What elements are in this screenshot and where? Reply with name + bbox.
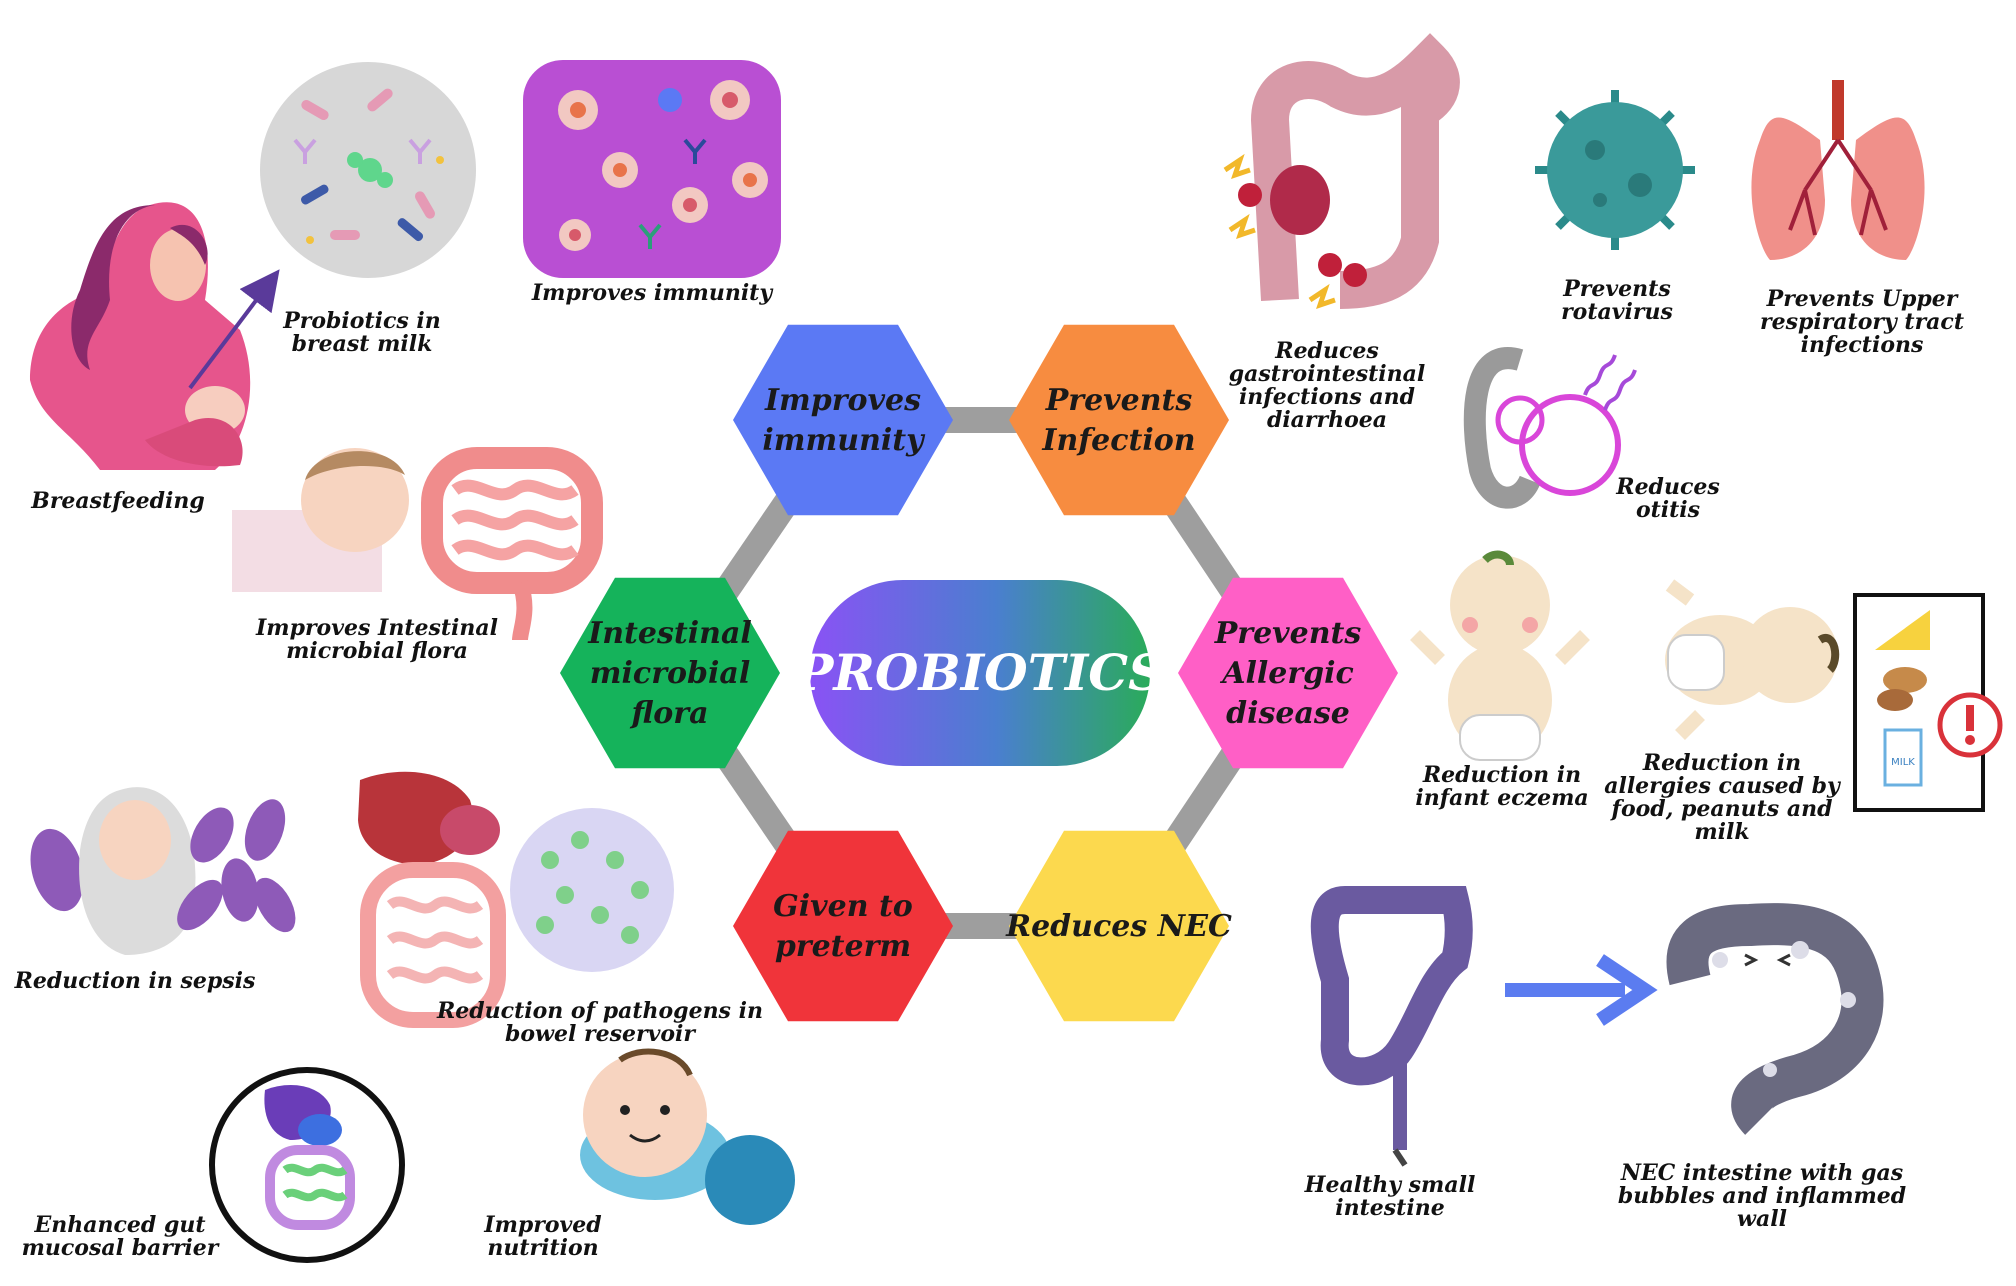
caption-improves-immunity: Improves immunity: [531, 280, 774, 306]
hexagon-infection: [1009, 324, 1229, 516]
breastfeeding-illustration: [30, 202, 280, 470]
ear-otitis-illustration: [1463, 347, 1637, 509]
breast-milk-circle: [260, 62, 476, 278]
hexagon-nec-label: Reduces NEC: [1005, 909, 1232, 944]
caption-intestinal-flora: Improves Intestinal: [255, 615, 498, 641]
hexagon-immunity-label: Improves: [764, 383, 921, 418]
hexagon-flora: [560, 577, 780, 769]
caption-nec-intestine: wall: [1737, 1206, 1787, 1232]
caption-gi-infections: gastrointestinal: [1229, 361, 1425, 387]
rotavirus-illustration: [1535, 90, 1695, 250]
caption-nutrition: Improved: [483, 1212, 601, 1238]
hexagon-group: ImprovesimmunityPreventsInfectionPrevent…: [560, 324, 1398, 1022]
caption-nec-intestine: bubbles and inflammed: [1618, 1183, 1906, 1209]
caption-eczema: Reduction in: [1422, 762, 1581, 788]
caption-sepsis: Reduction in sepsis: [14, 968, 256, 994]
caption-probiotics-milk: Probiotics in: [282, 308, 441, 334]
milk-carton-label: MILK: [1891, 757, 1915, 768]
hexagon-flora-label: microbial: [590, 656, 750, 691]
caption-breastfeeding: Breastfeeding: [30, 488, 205, 514]
eczema-baby-illustration: [1410, 550, 1590, 761]
caption-rotavirus: Prevents: [1562, 276, 1670, 302]
mucosal-barrier-illustration: [209, 1067, 405, 1263]
caption-gi-infections: diarrhoea: [1267, 407, 1387, 433]
caption-food-allergy: food, peanuts and: [1610, 796, 1833, 822]
arrow-right-icon: [1505, 954, 1658, 1026]
caption-otitis: otitis: [1636, 497, 1700, 523]
center-pill: PROBIOTICS: [794, 580, 1164, 766]
caption-gi-infections: infections and: [1239, 384, 1415, 410]
caption-healthy-intestine: Healthy small: [1304, 1172, 1476, 1198]
caption-pathogens: Reduction of pathogens in: [436, 998, 763, 1024]
sepsis-illustration: [30, 787, 296, 955]
caption-respiratory: infections: [1801, 332, 1924, 358]
nec-intestine-illustration: [1666, 903, 1884, 1135]
hexagon-preterm-label: preterm: [775, 929, 911, 964]
caption-mucosal: Enhanced gut: [34, 1212, 206, 1238]
caption-healthy-intestine: intestine: [1335, 1195, 1444, 1221]
food-allergen-box: MILK: [1853, 593, 2003, 812]
caption-eczema: infant eczema: [1415, 785, 1588, 811]
caption-food-allergy: allergies caused by: [1604, 773, 1842, 799]
hexagon-allergic-label: Allergic: [1219, 656, 1354, 691]
caption-probiotics-milk: breast milk: [292, 331, 433, 357]
caption-pathogens: bowel reservoir: [505, 1021, 696, 1047]
hexagon-immunity: [733, 324, 953, 516]
pathogens-illustration: [358, 771, 674, 1028]
hexagon-flora-label: Intestinal: [587, 616, 752, 651]
hexagon-allergic: [1178, 577, 1398, 769]
center-label: PROBIOTICS: [794, 643, 1164, 702]
lungs-illustration: [1751, 80, 1925, 260]
caption-respiratory: Prevents Upper: [1766, 286, 1959, 312]
crawling-baby-illustration: [580, 1048, 795, 1225]
caption-respiratory: respiratory tract: [1760, 309, 1964, 335]
caption-mucosal: mucosal barrier: [22, 1235, 220, 1261]
hexagon-preterm-label: Given to: [773, 889, 913, 924]
hexagon-allergic-label: Prevents: [1214, 616, 1362, 651]
allergy-baby-illustration: [1665, 579, 1840, 740]
hexagon-nec: [1009, 830, 1229, 1022]
caption-otitis: Reduces: [1615, 474, 1719, 500]
baby-and-intestine: [232, 447, 603, 641]
caption-gi-infections: Reduces: [1274, 338, 1378, 364]
hexagon-flora-label: flora: [629, 696, 708, 731]
caption-food-allergy: Reduction in: [1642, 750, 1801, 776]
hexagon-infection-label: Prevents: [1045, 383, 1193, 418]
healthy-intestine-illustration: [1310, 886, 1473, 1167]
caption-nec-intestine: NEC intestine with gas: [1620, 1160, 1903, 1186]
large-intestine-illustration: [1223, 33, 1460, 309]
hexagon-allergic-label: disease: [1226, 696, 1350, 731]
immunity-cells-panel: [523, 60, 781, 278]
caption-food-allergy: milk: [1694, 819, 1749, 845]
caption-rotavirus: rotavirus: [1561, 299, 1673, 325]
hexagon-immunity-label: immunity: [762, 423, 926, 458]
hexagon-infection-label: Infection: [1041, 423, 1195, 458]
caption-nutrition: nutrition: [487, 1235, 598, 1261]
hexagon-preterm: [733, 830, 953, 1022]
caption-intestinal-flora: microbial flora: [286, 638, 468, 664]
